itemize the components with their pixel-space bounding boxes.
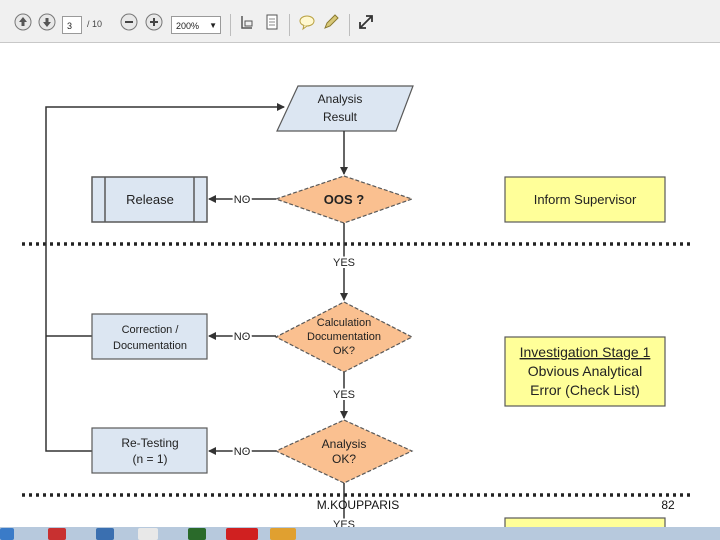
yes-label: YES xyxy=(333,257,355,269)
calc-line3: OK? xyxy=(333,345,355,357)
analysis-result-line2: Result xyxy=(323,110,358,124)
feedback-loop-connector xyxy=(45,103,285,452)
inform-supervisor-label: Inform Supervisor xyxy=(534,192,637,207)
calc-line2: Documentation xyxy=(307,331,381,343)
analysis-result-line1: Analysis xyxy=(318,92,363,106)
correction-documentation-box: Correction / Documentation xyxy=(91,313,208,360)
investigation-stage-box: Investigation Stage 1 Obvious Analytical… xyxy=(504,336,666,407)
fit-page-icon xyxy=(266,14,278,30)
start-button[interactable] xyxy=(0,528,14,540)
plus-icon xyxy=(145,13,163,31)
analysis-ok-line2: OK? xyxy=(332,452,356,466)
zoom-out-button[interactable] xyxy=(120,13,138,31)
fit-width-icon xyxy=(241,16,253,29)
toolbar-separator xyxy=(349,14,350,36)
yes-label: YES xyxy=(333,389,355,401)
fit-page-button[interactable] xyxy=(263,13,281,31)
investigation-line3: Error (Check List) xyxy=(530,382,640,398)
flowchart-page: Analysis Result OOS ? Release NO Inform … xyxy=(22,85,690,539)
zoom-in-button[interactable] xyxy=(145,13,163,31)
no-label: NO xyxy=(234,446,251,458)
analysis-ok-line1: Analysis xyxy=(322,437,367,451)
no-label: NO xyxy=(234,194,251,206)
no-label: NO xyxy=(234,331,251,343)
windows-taskbar xyxy=(0,527,720,540)
taskbar-app-icon[interactable] xyxy=(226,528,258,540)
previous-page-button[interactable] xyxy=(14,13,32,31)
sign-button[interactable] xyxy=(322,13,340,31)
correction-line1: Correction / xyxy=(122,324,180,336)
analysis-ok-decision-diamond: Analysis OK? xyxy=(274,419,414,484)
inform-supervisor-box: Inform Supervisor xyxy=(504,176,666,223)
chevron-down-icon: ▼ xyxy=(209,21,217,30)
arrow-up-icon xyxy=(14,13,32,31)
footer-page-number: 82 xyxy=(661,498,675,512)
retesting-box: Re-Testing (n = 1) xyxy=(91,427,208,474)
oos-decision-diamond: OOS ? xyxy=(274,175,414,224)
oos-label: OOS ? xyxy=(324,192,365,207)
expand-arrows-icon xyxy=(359,15,373,29)
page-total: / 10 xyxy=(87,19,103,29)
calculation-decision-diamond: Calculation Documentation OK? xyxy=(274,301,414,373)
pdf-toolbar: 3 / 10 200% ▼ xyxy=(0,0,720,43)
investigation-line1: Investigation Stage 1 xyxy=(520,344,651,360)
release-label: Release xyxy=(126,192,174,207)
investigation-line2: Obvious Analytical xyxy=(528,363,642,379)
correction-line2: Documentation xyxy=(113,340,187,352)
pen-icon xyxy=(324,14,339,29)
zoom-select[interactable]: 200% ▼ xyxy=(171,16,221,34)
page-number-input[interactable]: 3 xyxy=(62,16,82,34)
minus-icon xyxy=(120,13,138,31)
calc-line1: Calculation xyxy=(317,317,371,329)
speech-bubble-icon xyxy=(299,15,315,31)
zoom-value: 200% xyxy=(176,21,200,31)
taskbar-app-icon[interactable] xyxy=(270,528,296,540)
fullscreen-button[interactable] xyxy=(357,13,375,31)
taskbar-app-icon[interactable] xyxy=(138,528,158,540)
analysis-result-shape: Analysis Result xyxy=(276,85,414,132)
taskbar-app-icon[interactable] xyxy=(96,528,114,540)
release-box: Release xyxy=(91,176,208,223)
toolbar-separator xyxy=(230,14,231,36)
comment-button[interactable] xyxy=(298,13,316,31)
arrow-down-icon xyxy=(38,13,56,31)
toolbar-separator xyxy=(289,14,290,36)
taskbar-app-icon[interactable] xyxy=(48,528,66,540)
retesting-line1: Re-Testing xyxy=(121,436,178,450)
footer-author: M.KOUPPARIS xyxy=(317,498,399,512)
next-page-button[interactable] xyxy=(38,13,56,31)
taskbar-app-icon[interactable] xyxy=(188,528,206,540)
fit-width-button[interactable] xyxy=(238,13,256,31)
retesting-line2: (n = 1) xyxy=(132,452,167,466)
